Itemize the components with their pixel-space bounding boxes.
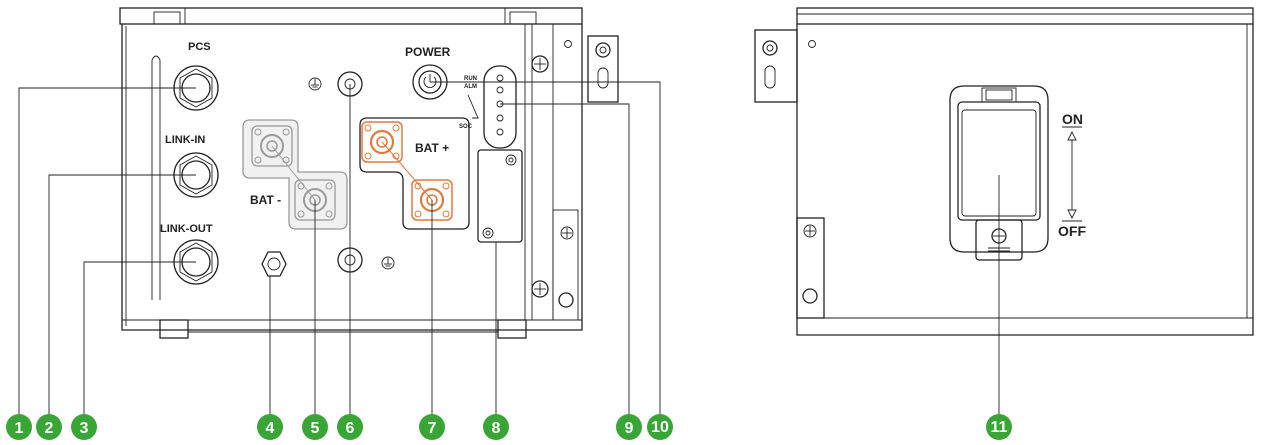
svg-text:6: 6 bbox=[346, 420, 355, 437]
link-out-label: LINK-OUT bbox=[160, 223, 213, 235]
svg-text:9: 9 bbox=[625, 420, 634, 437]
link-in-label: LINK-IN bbox=[165, 134, 205, 146]
callout-badges: 1 2 3 4 5 6 7 8 9 10 11 bbox=[6, 414, 1012, 440]
on-label: ON bbox=[1062, 111, 1083, 127]
front-rail-screw-bottom bbox=[531, 280, 549, 298]
bat-negative-terminal bbox=[242, 119, 348, 230]
leader-line-2 bbox=[48, 174, 196, 415]
ground-icon bbox=[308, 77, 322, 91]
callout-10: 10 bbox=[647, 414, 673, 440]
svg-text:3: 3 bbox=[80, 420, 89, 437]
callout-2: 2 bbox=[36, 414, 62, 440]
callout-3: 3 bbox=[71, 414, 97, 440]
callout-9: 9 bbox=[616, 414, 642, 440]
svg-text:8: 8 bbox=[492, 420, 501, 437]
callout-1: 1 bbox=[6, 414, 32, 440]
on-off-arrow bbox=[1067, 130, 1077, 220]
pcs-label: PCS bbox=[188, 41, 211, 53]
callout-11: 11 bbox=[986, 414, 1012, 440]
svg-text:11: 11 bbox=[991, 419, 1008, 436]
ground-icon bbox=[381, 256, 395, 270]
callout-6: 6 bbox=[337, 414, 363, 440]
led-indicator-panel bbox=[483, 65, 517, 149]
callout-8: 8 bbox=[483, 414, 509, 440]
callout-5: 5 bbox=[302, 414, 328, 440]
power-icon bbox=[423, 74, 437, 88]
leader-line-10 bbox=[430, 81, 661, 415]
leader-line-9 bbox=[500, 103, 630, 415]
callout-4: 4 bbox=[257, 414, 283, 440]
bat-positive-label: BAT + bbox=[415, 141, 449, 155]
svg-text:5: 5 bbox=[311, 420, 320, 437]
bat-positive-terminal bbox=[359, 117, 470, 230]
leader-line-3 bbox=[83, 261, 196, 415]
svg-text:10: 10 bbox=[651, 419, 669, 436]
side-panel: ON OFF bbox=[754, 7, 1254, 336]
front-rail-screw-top bbox=[531, 55, 549, 73]
callout-7: 7 bbox=[419, 414, 445, 440]
svg-text:2: 2 bbox=[45, 420, 54, 437]
svg-text:4: 4 bbox=[266, 420, 275, 437]
alm-label: ALM bbox=[464, 84, 477, 90]
bat-negative-label: BAT - bbox=[250, 193, 281, 207]
power-label: POWER bbox=[405, 45, 451, 59]
run-label: RUN bbox=[464, 76, 477, 82]
soc-label: SOC bbox=[459, 124, 473, 130]
svg-text:1: 1 bbox=[15, 420, 24, 437]
front-panel: PCS LINK-IN LINK-OUT bbox=[119, 7, 619, 339]
leader-lines bbox=[18, 81, 1000, 415]
leader-line-1 bbox=[18, 87, 196, 415]
vent-valve bbox=[261, 251, 287, 277]
front-rail-screw-mid bbox=[560, 226, 574, 240]
off-label: OFF bbox=[1058, 223, 1086, 239]
svg-text:7: 7 bbox=[428, 420, 437, 437]
communication-cover bbox=[477, 149, 523, 243]
